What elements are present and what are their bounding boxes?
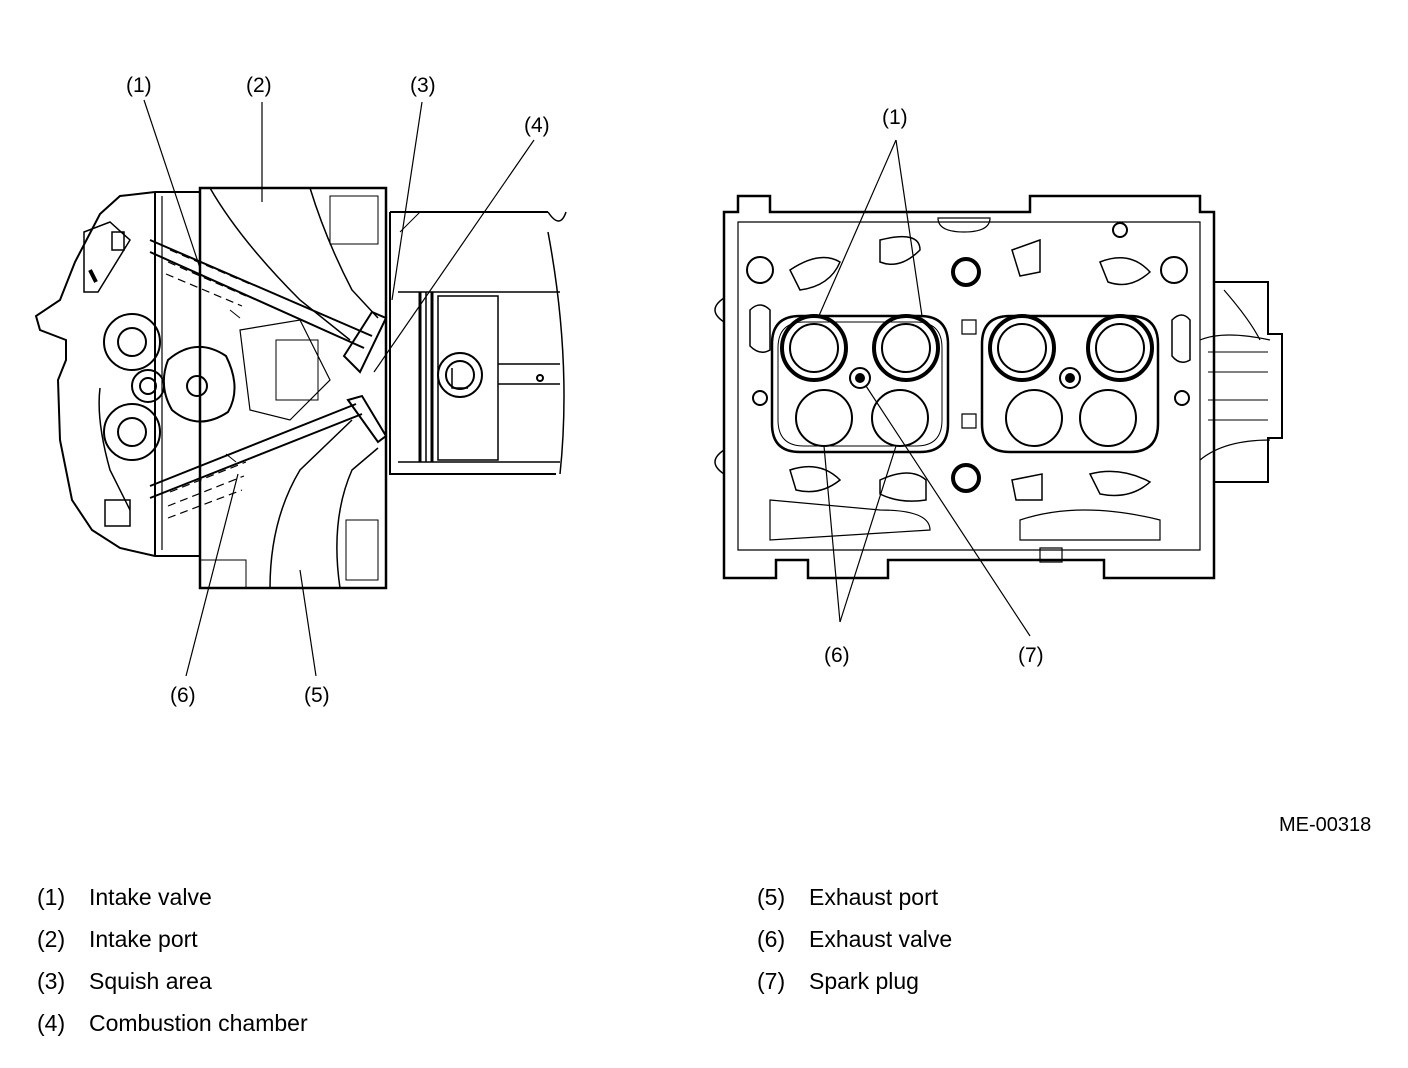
legend-left: (1) Intake valve (2) Intake port (3) Squ… [37,884,308,1052]
cross-section-view [34,186,567,590]
legend-item: (1) Intake valve [37,884,308,926]
head-bottom-view [714,194,1283,580]
legend-num: (1) [37,884,66,910]
left-callout-1: (1) [126,74,152,97]
legend-right: (5) Exhaust port (6) Exhaust valve (7) S… [757,884,952,1010]
legend-item: (2) Intake port [37,926,308,968]
left-callout-3: (3) [410,74,436,97]
left-callout-6: (6) [170,684,196,707]
legend-text: Spark plug [809,968,919,994]
legend-item: (4) Combustion chamber [37,1010,308,1052]
left-callout-2: (2) [246,74,272,97]
legend-num: (4) [37,1010,66,1036]
left-leader-lines [143,99,535,677]
right-leader-lines [817,139,1031,637]
figure-id: ME-00318 [1279,814,1372,836]
legend-item: (3) Squish area [37,968,308,1010]
legend-num: (2) [37,926,66,952]
legend-text: Exhaust port [809,884,939,910]
left-callout-5: (5) [304,684,330,707]
legend-num: (5) [757,884,786,910]
legend-num: (3) [37,968,66,994]
legend-item: (5) Exhaust port [757,884,952,926]
left-callout-4: (4) [524,114,550,137]
legend-text: Exhaust valve [809,926,953,952]
right-callout-6: (6) [824,644,850,667]
legend-text: Combustion chamber [89,1010,308,1036]
legend-item: (6) Exhaust valve [757,926,952,968]
legend-item: (7) Spark plug [757,968,952,1010]
right-callout-1: (1) [882,106,908,129]
legend-text: Intake valve [89,884,212,910]
right-callout-7: (7) [1018,644,1044,667]
legend-num: (7) [757,968,786,994]
legend-text: Squish area [89,968,212,994]
legend-text: Intake port [89,926,198,952]
legend-num: (6) [757,926,786,952]
